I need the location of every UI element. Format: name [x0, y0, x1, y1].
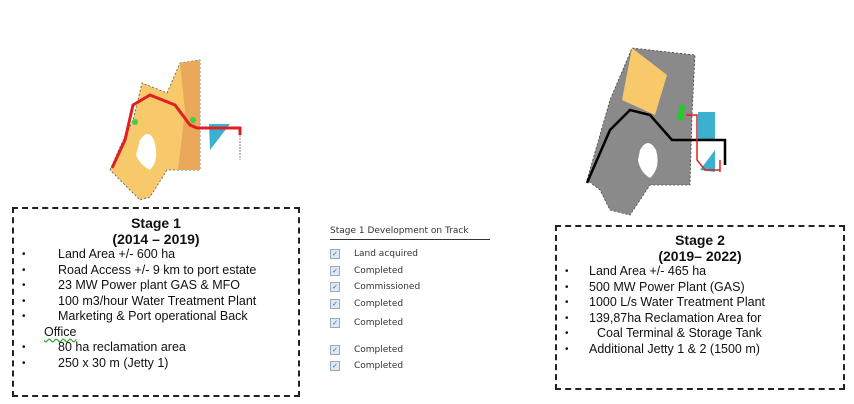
track-label: Completed: [354, 298, 404, 309]
list-item: 80 ha reclamation area: [14, 340, 298, 356]
stage1-title: Stage 1: [131, 215, 181, 231]
list-item: Coal Terminal & Storage Tank: [557, 326, 843, 342]
list-item-continuation: Office: [14, 325, 298, 341]
stage1-map: [109, 59, 242, 201]
track-label: Completed: [354, 361, 404, 372]
track-label: Completed: [354, 318, 404, 329]
stage1-track-list: Stage 1 Development on Track ✓ Land acqui…: [330, 226, 490, 375]
list-item: Marketing & Port operational Back: [14, 309, 298, 325]
list-item: Road Access +/- 9 km to port estate: [14, 263, 298, 279]
checkbox-icon[interactable]: ✓: [330, 361, 340, 372]
stage2-title: Stage 2: [675, 232, 725, 248]
track-label: Completed: [354, 344, 404, 355]
list-item: Additional Jetty 1 & 2 (1500 m): [557, 342, 843, 358]
stage2-map: [585, 47, 727, 216]
list-item: 100 m3/hour Water Treatment Plant: [14, 294, 298, 310]
stage2-period: (2019– 2022): [658, 248, 742, 264]
track-item: ✓ Commissioned: [330, 279, 490, 296]
list-item: 500 MW Power Plant (GAS): [557, 280, 843, 296]
checkbox-icon[interactable]: ✓: [330, 298, 340, 309]
track-label: Commissioned: [354, 282, 421, 293]
track-item: ✓ Completed: [330, 296, 490, 313]
track-item: ✓ Completed: [330, 263, 490, 280]
list-item: Land Area +/- 600 ha: [14, 247, 298, 263]
track-label: Land acquired: [354, 249, 418, 260]
track-item: ✓ Completed: [330, 342, 490, 359]
checkbox-icon[interactable]: ✓: [330, 282, 340, 293]
track-label: Completed: [354, 265, 404, 276]
item-text: Office: [44, 324, 77, 339]
stage1-period: (2014 – 2019): [112, 231, 200, 247]
list-item: 1000 L/s Water Treatment Plant: [557, 295, 843, 311]
list-item: 23 MW Power plant GAS & MFO: [14, 278, 298, 294]
checkbox-icon[interactable]: ✓: [330, 249, 340, 260]
checkbox-icon[interactable]: ✓: [330, 344, 340, 355]
checkbox-icon[interactable]: ✓: [330, 318, 340, 329]
item-text: Marketing & Port operational Back: [58, 309, 248, 323]
track-item: ✓ Completed: [330, 358, 490, 375]
list-item: Land Area +/- 465 ha: [557, 264, 843, 280]
checkbox-icon[interactable]: ✓: [330, 265, 340, 276]
stage2-box: Stage 2 (2019– 2022) Land Area +/- 465 h…: [555, 225, 845, 390]
list-item: 250 x 30 m (Jetty 1): [14, 356, 298, 372]
list-item: 139,87ha Reclamation Area for: [557, 311, 843, 327]
track-item: ✓ Completed: [330, 315, 490, 332]
stage1-box: Stage 1 (2014 – 2019) Land Area +/- 600 …: [12, 207, 300, 397]
track-heading: Stage 1 Development on Track: [330, 226, 490, 240]
track-item: ✓ Land acquired: [330, 246, 490, 263]
